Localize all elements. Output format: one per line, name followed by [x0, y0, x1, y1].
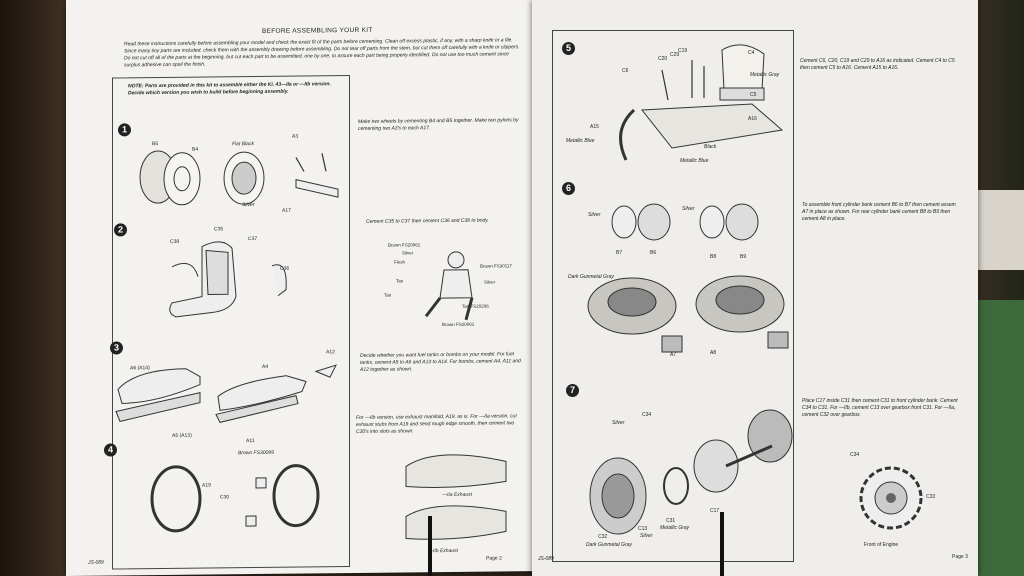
paint-label: Tan FS20206 [462, 303, 489, 309]
front-engine-diagram [859, 466, 923, 530]
paint-label: Brown FS30099 [238, 449, 274, 457]
paint-label: Metallic Gray [660, 525, 690, 531]
part-label: A5 (A13) [172, 432, 192, 439]
step3-diagram [115, 364, 337, 423]
paint-label: Dark Gunmetal Gray [568, 274, 614, 280]
step-text: Place C17 inside C31 then cement C31 to … [802, 398, 958, 418]
part-label: C30 [220, 494, 230, 501]
step-number: 2 [114, 223, 127, 237]
instruction-page-left: BEFORE ASSEMBLING YOUR KIT Read these in… [66, 0, 534, 576]
part-label: C6 [622, 68, 629, 74]
paint-label: Silver [640, 533, 653, 539]
part-label: B4 [192, 146, 199, 153]
page-number: Page 2 [486, 555, 502, 562]
intro-text: Read these instructions carefully before… [124, 37, 520, 69]
note-text: NOTE: Parts are provided in this kit to … [128, 81, 331, 97]
step2-diagram [169, 241, 287, 318]
pilot-figure [424, 251, 474, 321]
paint-label: Silver [484, 279, 496, 285]
part-label: A6 (A14) [130, 365, 150, 372]
exhaust-label: —IIa Exhaust [442, 491, 473, 499]
part-label: B7 [616, 250, 623, 256]
step-number: 5 [562, 42, 575, 55]
black-rod [720, 512, 724, 576]
paint-label: Black [704, 144, 717, 150]
part-label: C33 [926, 494, 936, 500]
part-label: C37 [248, 235, 258, 243]
paint-label: Metallic Blue [680, 158, 709, 164]
paint-label: Dark Gunmetal Gray [586, 542, 632, 548]
paint-label: Tan [384, 292, 392, 298]
part-label: A19 [202, 482, 211, 489]
step-text: To assemble front cylinder bank cement B… [802, 202, 956, 222]
step-number: 1 [118, 123, 131, 137]
paint-label: Silver [612, 420, 625, 426]
part-label: C36 [280, 265, 290, 272]
page-number: Page 3 [952, 554, 968, 560]
part-label: A15 [590, 124, 599, 130]
paint-label: Tan [396, 278, 404, 284]
step-number: 4 [104, 443, 117, 457]
part-label: C4 [748, 50, 755, 56]
paint-label: Brown FS20061 [388, 242, 421, 248]
exhaust-label: —IIb Exhaust [428, 547, 459, 555]
paint-label: Silver [588, 212, 601, 218]
caption: Front of Engine [864, 542, 899, 548]
part-label: C31 [666, 518, 676, 524]
part-label: A3 [292, 133, 299, 140]
step4-diagram [150, 464, 320, 533]
step-number: 3 [110, 341, 123, 355]
exhaust-diagram [405, 454, 507, 540]
paint-label: Metallic Gray [750, 72, 780, 78]
part-label: C13 [638, 526, 648, 532]
part-label: A17 [282, 207, 291, 214]
paint-label: Metallic Blue [566, 138, 595, 144]
part-label: C29 [670, 52, 680, 58]
paint-label: Brown FS20061 [442, 321, 475, 328]
paint-label: Flesh [394, 259, 406, 265]
part-label: A11 [246, 438, 255, 445]
part-label: A7 [670, 352, 677, 358]
step-number: 7 [566, 384, 579, 397]
part-label: Silver [242, 202, 255, 209]
step5-diagram [619, 44, 784, 161]
part-label: B9 [740, 254, 747, 260]
part-label: B5 [152, 141, 159, 148]
paint-label: Silver [402, 250, 414, 256]
step-number: 6 [562, 182, 575, 195]
instruction-page-right: 5 C20 C29 C19 C4 C6 Metallic Gray C5 A15… [532, 0, 978, 576]
paint-label: Silver [682, 206, 695, 212]
part-label: A8 [710, 350, 717, 356]
steps-frame [552, 30, 794, 562]
step-text: Make two wheels by cementing B4 and B5 t… [358, 117, 519, 132]
towel [974, 190, 1024, 270]
part-label: Flat Black [232, 141, 254, 148]
step6-diagram [587, 203, 789, 353]
part-label: B8 [710, 254, 717, 260]
kit-code: JS-089 [538, 556, 554, 562]
part-label: C20 [658, 56, 668, 62]
paint-label: Brown FS30117 [480, 263, 512, 269]
part-label: C32 [598, 534, 608, 540]
step-text: Cement C35 to C37 then cement C36 and C3… [366, 217, 489, 225]
part-label: C34 [850, 452, 860, 458]
part-label: C38 [170, 238, 180, 245]
step-text: For —IIb version, use exhaust manifold, … [356, 413, 517, 435]
part-label: A16 [748, 116, 757, 122]
part-label: A4 [262, 363, 269, 370]
black-rod [428, 516, 432, 576]
step1-diagram [139, 150, 339, 206]
part-label: C19 [678, 48, 688, 54]
step7-diagram [589, 409, 793, 535]
part-label: C35 [214, 226, 224, 233]
kit-code: JS-089 [88, 559, 104, 566]
part-label: C34 [642, 412, 652, 418]
part-label: A12 [326, 349, 335, 356]
part-label: B6 [650, 250, 657, 256]
step-text: Decide whether you want fuel tanks or bo… [360, 351, 521, 373]
part-label: C5 [750, 92, 757, 98]
step-text: Cement C6, C20, C19 and C29 to A16 as in… [800, 58, 955, 71]
page-heading: BEFORE ASSEMBLING YOUR KIT [262, 26, 373, 35]
part-label: C17 [710, 508, 720, 514]
